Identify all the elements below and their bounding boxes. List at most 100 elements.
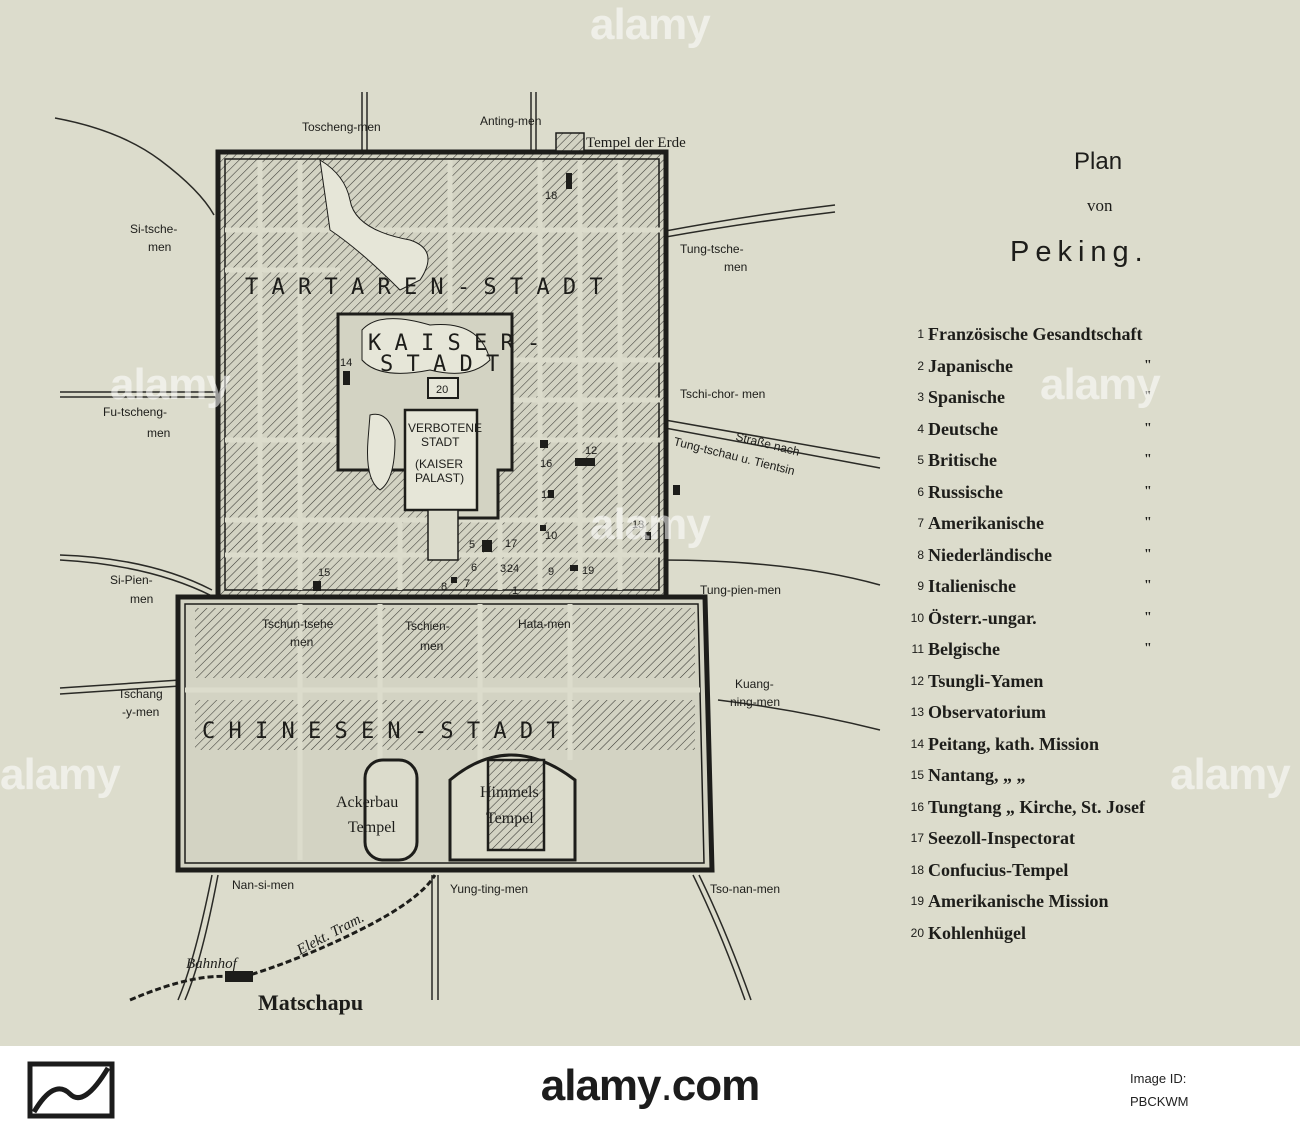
gate-yung-ting: Yung-ting-men xyxy=(450,882,528,896)
map-num-8: 8 xyxy=(441,581,447,593)
railway xyxy=(129,874,437,1002)
legend-item-number: 9 xyxy=(917,579,924,594)
kaiser-stadt-label-2: S T A D T xyxy=(380,352,499,377)
map-num-10: 10 xyxy=(545,530,557,542)
image-id-label: Image ID: xyxy=(1130,1071,1187,1086)
legend-item-number: 14 xyxy=(910,736,924,751)
himmels-label-1: Himmels xyxy=(480,784,539,801)
legend-item-number: 2 xyxy=(917,358,924,373)
bahnhof-label: Bahnhof xyxy=(186,956,239,972)
gate-tschien-1: Tschien- xyxy=(405,619,450,633)
legend-item-text: Russische xyxy=(928,481,1004,502)
map-num-17: 17 xyxy=(505,538,517,550)
legend-item: 18 Confucius-Tempel xyxy=(894,854,1234,886)
legend-item-text: Tungtang „ Kirche, St. Josef xyxy=(928,796,1146,817)
map-num-5: 5 xyxy=(469,539,475,551)
legend-item-text: Österr.-ungar. xyxy=(928,607,1037,628)
imperial-city xyxy=(319,159,514,561)
map-num-15: 15 xyxy=(318,567,330,579)
map-num-4: 4 xyxy=(513,563,519,575)
watermark-6: alamy xyxy=(590,0,711,49)
map-title-peking: Peking. xyxy=(1010,236,1149,268)
gate-si-pien-2: men xyxy=(130,592,153,606)
watermark-4: alamy xyxy=(0,750,121,799)
ackerbau-label-2: Tempel xyxy=(348,819,396,836)
gate-tschi-chor: Tschi-chor- men xyxy=(680,387,765,401)
map-num-14: 14 xyxy=(340,357,352,369)
legend-item-text: Amerikanische xyxy=(928,513,1044,534)
watermark-1: alamy xyxy=(110,360,231,409)
legend-item-number: 1 xyxy=(917,327,924,342)
legend-item-number: 18 xyxy=(910,862,924,877)
legend-item-number: 16 xyxy=(910,799,924,814)
legend-item-number: 10 xyxy=(910,610,924,625)
banner-url[interactable]: alamy.com xyxy=(0,1061,1300,1111)
gate-kuang-2: ning-men xyxy=(730,695,780,709)
gate-anting: Anting-men xyxy=(480,114,541,128)
legend-item-number: 7 xyxy=(917,516,924,531)
verbotene-label-3: (KAISER xyxy=(415,457,463,471)
map-title-von: von xyxy=(1087,196,1113,215)
legend-item-text: Niederländische xyxy=(928,544,1052,565)
outer-roads xyxy=(54,92,881,1001)
legend-item-text: Confucius-Tempel xyxy=(928,859,1069,880)
peking-map: T A R T A R E N - S T A D T K A I S E R … xyxy=(54,92,881,1015)
legend-item-number: 13 xyxy=(910,705,924,720)
verbotene-label-1: VERBOTENE xyxy=(408,421,482,435)
legend-item-number: 12 xyxy=(910,673,924,688)
legend-item-text: Tsungli-Yamen xyxy=(928,670,1044,691)
legend-item-text: Britische xyxy=(928,450,997,471)
gate-tung-pien: Tung-pien-men xyxy=(700,583,781,597)
legend-item-number: 17 xyxy=(910,831,924,846)
banner-url-dot: . xyxy=(660,1061,673,1110)
gate-toscheng: Toscheng-men xyxy=(302,120,381,134)
tartaren-stadt-label: T A R T A R E N - S T A D T xyxy=(245,275,603,300)
legend-item-ditto: " xyxy=(1144,641,1152,656)
gate-tschang-1: Tschang xyxy=(118,687,163,701)
legend-item-text: Spanische xyxy=(928,387,1006,408)
map-num-9: 9 xyxy=(548,566,554,578)
tempel-der-erde-box xyxy=(555,132,585,152)
legend-item-number: 6 xyxy=(917,484,924,499)
legend-item-text: Seezoll-Inspectorat xyxy=(928,828,1075,849)
ackerbau-label-1: Ackerbau xyxy=(336,794,398,811)
image-id-value: PBCKWM xyxy=(1130,1094,1189,1109)
legend-item: 14 Peitang, kath. Mission xyxy=(894,728,1234,760)
gate-hata: Hata-men xyxy=(518,617,571,631)
legend-item-number: 20 xyxy=(910,925,924,940)
gate-si-tsche-2: men xyxy=(148,240,171,254)
map-num-7: 7 xyxy=(464,578,470,590)
gate-tso-nan: Tso-nan-men xyxy=(710,882,780,896)
legend-item-ditto: " xyxy=(1144,452,1152,467)
watermark-3: alamy xyxy=(1040,360,1161,409)
legend-item-number: 11 xyxy=(911,642,924,657)
banner-url-tld: com xyxy=(671,1061,760,1110)
legend-item-text: Italienische xyxy=(928,576,1016,597)
map-num-11: 11 xyxy=(541,489,552,501)
gate-fu-tscheng-2: men xyxy=(147,426,170,440)
tram-label: Elekt. Tram. xyxy=(293,910,367,959)
himmels-label-2: Tempel xyxy=(486,810,534,827)
gate-fu-tscheng-1: Fu-tscheng- xyxy=(103,405,167,419)
legend-item-ditto: " xyxy=(1144,483,1152,499)
legend-item-ditto: " xyxy=(1144,357,1152,373)
legend-item-text: Amerikanische Mission xyxy=(928,891,1109,912)
legend-item-number: 5 xyxy=(917,453,924,468)
legend-item-text: Nantang, „ „ xyxy=(928,765,1026,786)
gate-tschien-2: men xyxy=(420,639,443,653)
matschapu-label: Matschapu xyxy=(258,990,363,1015)
stock-banner xyxy=(0,1046,1300,1135)
legend-item-text: Peitang, kath. Mission xyxy=(928,733,1100,754)
verbotene-label-2: STADT xyxy=(421,435,460,449)
gate-si-tsche-1: Si-tsche- xyxy=(130,222,177,236)
map-number-markers: 1 2 3 4 5 6 7 8 9 10 11 12 13 14 15 16 1… xyxy=(313,173,680,597)
gate-tschun-tsehe-2: men xyxy=(290,635,313,649)
map-num-2: 2 xyxy=(507,563,513,575)
legend-item-ditto: " xyxy=(1144,389,1152,404)
